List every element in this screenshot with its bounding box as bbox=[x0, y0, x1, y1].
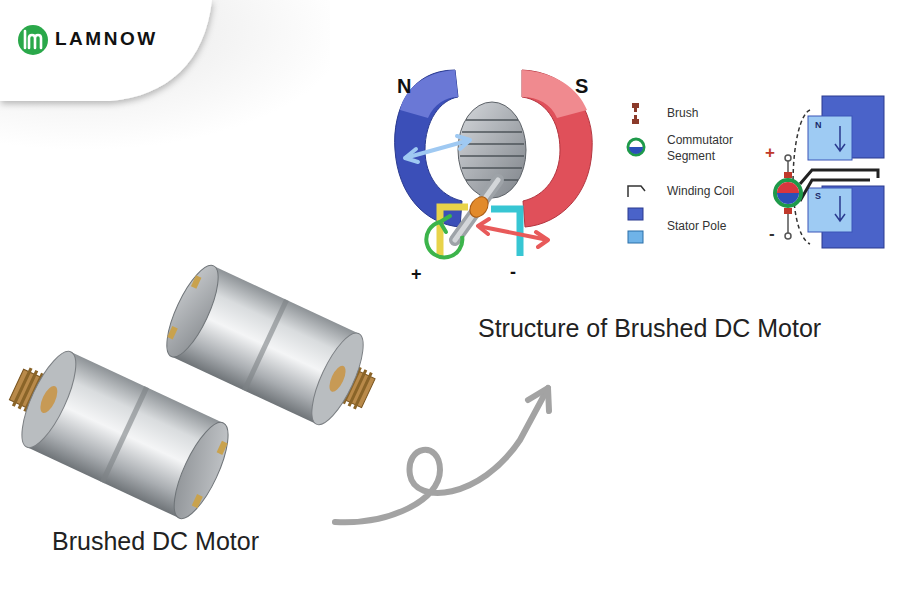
terminal-label: - bbox=[510, 262, 516, 283]
commutator-schematic bbox=[808, 188, 852, 232]
legend-symbols bbox=[632, 103, 639, 108]
logo-icon bbox=[18, 25, 48, 55]
pole-label: N bbox=[815, 120, 822, 130]
commutator-schematic bbox=[775, 96, 884, 248]
legend-text: Brush bbox=[667, 106, 747, 122]
pole-label: N bbox=[397, 75, 411, 98]
logo-tab bbox=[0, 0, 212, 101]
commutator-schematic bbox=[775, 180, 801, 206]
legend-text: Stator Pole bbox=[667, 219, 747, 235]
terminal-label: + bbox=[411, 264, 422, 285]
terminal-label: + bbox=[765, 143, 775, 163]
legend-symbols bbox=[634, 108, 637, 112]
legend-symbols bbox=[628, 186, 645, 197]
terminal-label: - bbox=[769, 224, 775, 244]
legend-symbols bbox=[632, 119, 639, 124]
motor-structure bbox=[466, 193, 492, 220]
commutator-schematic bbox=[784, 172, 792, 178]
legend-symbols bbox=[628, 139, 644, 155]
figure-caption: Brushed DC Motor bbox=[52, 527, 259, 556]
motor-structure bbox=[440, 216, 450, 232]
commutator-schematic bbox=[808, 116, 852, 160]
legend-symbols bbox=[628, 103, 645, 243]
motor-structure bbox=[395, 70, 462, 227]
motor-structure bbox=[478, 219, 548, 247]
legend-symbols bbox=[628, 231, 643, 243]
pole-label: S bbox=[575, 75, 588, 98]
curly-arrow bbox=[335, 388, 549, 522]
commutator-schematic bbox=[784, 208, 792, 214]
motor-structure bbox=[405, 136, 470, 162]
commutator-schematic bbox=[777, 193, 799, 204]
pole-label: S bbox=[815, 191, 821, 201]
commutator-schematic bbox=[835, 126, 845, 151]
commutator-schematic bbox=[785, 233, 791, 239]
motor-photo bbox=[0, 337, 239, 525]
logo-icon bbox=[25, 31, 41, 48]
motor-structure bbox=[522, 70, 592, 227]
legend-symbols bbox=[634, 115, 637, 119]
logo-icon bbox=[18, 25, 48, 55]
legend-symbols bbox=[629, 147, 643, 154]
curly-arrow bbox=[528, 388, 549, 411]
commutator-schematic bbox=[800, 180, 870, 201]
logo-ground bbox=[0, 0, 330, 150]
commutator-schematic bbox=[787, 161, 789, 172]
curly-arrow bbox=[335, 388, 548, 522]
motor-structure bbox=[395, 70, 593, 258]
commutator-schematic bbox=[777, 182, 799, 193]
figure-caption: Structure of Brushed DC Motor bbox=[478, 314, 821, 343]
legend-text: Commutator Segment bbox=[667, 133, 747, 164]
legend-text: Winding Coil bbox=[667, 184, 747, 200]
motor-structure bbox=[440, 207, 468, 258]
commutator-schematic bbox=[835, 196, 845, 221]
legend-symbols bbox=[628, 208, 643, 220]
motor-structure bbox=[460, 120, 524, 180]
brand-name: LAMNOW bbox=[55, 28, 158, 50]
commutator-schematic bbox=[787, 214, 789, 233]
commutator-schematic bbox=[785, 155, 791, 161]
